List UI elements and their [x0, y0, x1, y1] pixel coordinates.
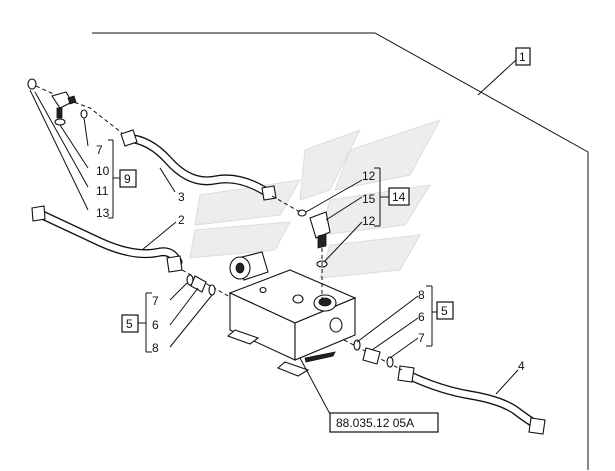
ref-code: 88.035.12 05A [336, 416, 414, 430]
upper-left-leaders [29, 89, 120, 219]
callout-left-8: 8 [152, 341, 159, 355]
leader-ref [299, 357, 331, 415]
callout-tube-4: 4 [518, 359, 525, 373]
leader-tube-4 [495, 369, 519, 395]
leader-tube-3 [159, 167, 176, 193]
ref-code-box [329, 412, 439, 433]
callout-left-6: 6 [152, 318, 159, 332]
callout-group-9: 9 [124, 172, 131, 186]
right-fittings [343, 285, 437, 371]
callout-upper-left-11: 11 [96, 184, 109, 198]
callout-tube-3: 3 [178, 190, 185, 204]
assembly-label-box: 1 [515, 47, 531, 66]
frame-line [92, 32, 589, 470]
assembly-label: 1 [519, 50, 526, 64]
tube-3 [120, 129, 277, 201]
callout-center-12b: 12 [362, 214, 376, 228]
callout-right-group-5: 5 [441, 304, 448, 318]
callout-upper-left-7: 7 [96, 143, 103, 157]
callout-right-6: 6 [418, 310, 425, 324]
callout-left-7: 7 [152, 294, 159, 308]
upper-left-fittings [27, 78, 123, 134]
valve-block [226, 251, 357, 377]
callout-center-15: 15 [362, 192, 376, 206]
callout-center-12a: 12 [362, 169, 376, 183]
tube-4 [397, 365, 546, 435]
callout-tube-2: 2 [178, 213, 185, 227]
leader-assembly [477, 59, 517, 96]
callout-right-8: 8 [418, 288, 425, 302]
group-box-9 [119, 169, 137, 188]
group-box-5-right [436, 301, 454, 320]
callout-upper-left-13: 13 [96, 206, 110, 220]
leader-tube-2 [141, 221, 177, 251]
left-fittings [138, 269, 231, 353]
callout-group-14: 14 [392, 190, 406, 204]
callout-right-7: 7 [418, 331, 425, 345]
group-box-5-left [121, 314, 139, 333]
center-elbow-fitting [271, 167, 389, 300]
callout-left-group-5: 5 [126, 317, 133, 331]
group-box-14 [388, 187, 410, 206]
tube-2 [31, 205, 183, 273]
callout-upper-left-10: 10 [96, 164, 110, 178]
